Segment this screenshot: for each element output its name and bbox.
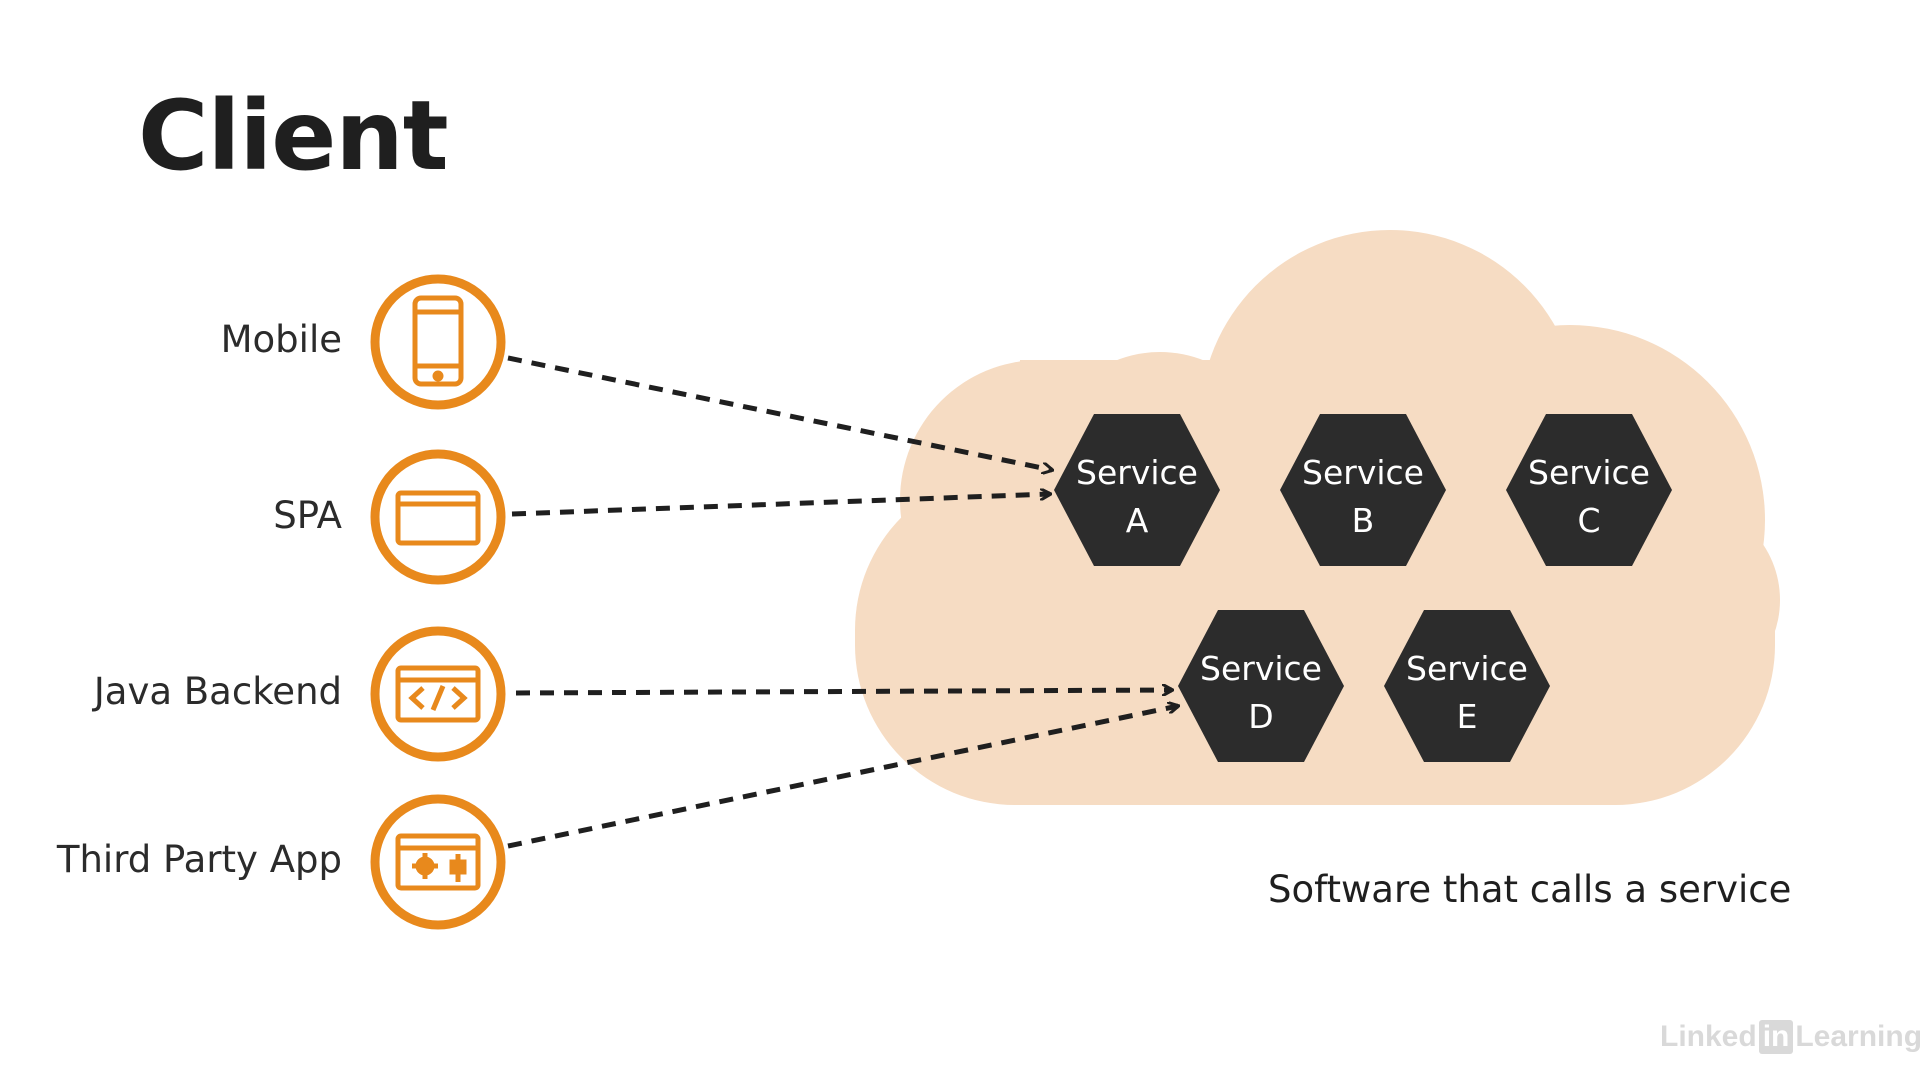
browser-window-icon <box>395 490 481 546</box>
service-c-line1: Service <box>1528 453 1650 492</box>
mobile-phone-icon <box>412 295 464 387</box>
watermark-text-left: Linked <box>1660 1020 1757 1053</box>
connectors <box>507 355 1178 849</box>
service-c-line2: C <box>1577 501 1600 540</box>
arrow-mobile-to-service-a <box>507 355 1052 470</box>
client-icon-java-backend <box>370 626 506 762</box>
service-e-line1: Service <box>1406 649 1528 688</box>
watermark-logo-box: in <box>1758 1020 1794 1054</box>
arrow-java-to-service-d <box>515 690 1172 693</box>
client-label-third-party-app: Third Party App <box>56 838 342 881</box>
client-icon-third-party-app <box>370 794 506 930</box>
code-window-icon <box>395 665 481 723</box>
service-hexagon-d: Service D <box>1178 610 1344 762</box>
watermark-text-right: Learning <box>1795 1020 1920 1053</box>
page-title: Client <box>138 80 449 192</box>
client-label-java-backend: Java Backend <box>93 670 342 713</box>
service-e-line2: E <box>1457 697 1478 736</box>
client-label-mobile: Mobile <box>220 318 342 361</box>
client-icon-spa <box>370 449 506 585</box>
service-hexagon-c: Service C <box>1506 414 1672 566</box>
arrow-thirdparty-to-service-d <box>507 706 1178 849</box>
service-hexagon-e: Service E <box>1384 610 1550 762</box>
service-hexagon-b: Service B <box>1280 414 1446 566</box>
service-a-line2: A <box>1126 501 1149 540</box>
service-hexagon-a: Service A <box>1054 414 1220 566</box>
arrow-spa-to-service-a <box>511 494 1050 517</box>
diagram-caption: Software that calls a service <box>1268 868 1792 911</box>
client-icon-mobile <box>370 274 506 410</box>
service-d-line2: D <box>1248 697 1273 736</box>
gear-plug-window-icon <box>395 833 481 891</box>
service-a-line1: Service <box>1076 453 1198 492</box>
client-label-spa: SPA <box>273 494 342 537</box>
service-b-line1: Service <box>1302 453 1424 492</box>
service-b-line2: B <box>1352 501 1375 540</box>
service-d-line1: Service <box>1200 649 1322 688</box>
